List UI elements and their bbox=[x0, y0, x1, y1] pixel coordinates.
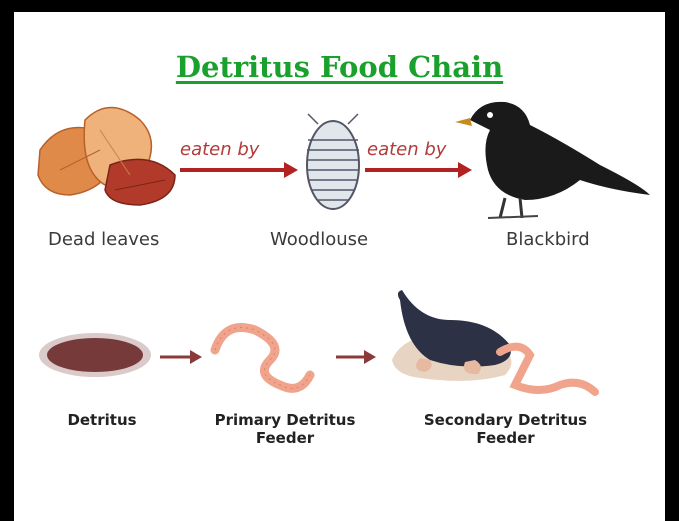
label-primary-feeder-line-1: Primary Detritus bbox=[200, 411, 370, 429]
arrow-bottom-1 bbox=[160, 350, 202, 364]
woodlouse-illustration bbox=[307, 114, 359, 209]
label-blackbird: Blackbird bbox=[506, 229, 590, 250]
dead-leaves-illustration bbox=[38, 108, 175, 206]
label-eaten-by-2: eaten by bbox=[367, 139, 446, 160]
arrow-eaten-by-2 bbox=[365, 162, 472, 178]
label-secondary-feeder-line-1: Secondary Detritus bbox=[408, 411, 603, 429]
detritus-illustration bbox=[39, 333, 151, 377]
label-primary-feeder-line-2: Feeder bbox=[200, 429, 370, 447]
mole-illustration bbox=[392, 290, 595, 392]
arrow-eaten-by-1 bbox=[180, 162, 298, 178]
label-dead-leaves: Dead leaves bbox=[48, 229, 159, 250]
label-detritus-line-1: Detritus bbox=[52, 411, 152, 429]
arrow-bottom-2 bbox=[336, 350, 376, 364]
label-secondary-feeder-line-2: Feeder bbox=[408, 429, 603, 447]
label-woodlouse: Woodlouse bbox=[270, 229, 368, 250]
label-primary-feeder: Primary Detritus Feeder bbox=[200, 411, 370, 447]
earthworm-illustration bbox=[215, 328, 310, 389]
label-eaten-by-1: eaten by bbox=[180, 139, 259, 160]
label-detritus: Detritus bbox=[52, 411, 152, 429]
blackbird-illustration bbox=[455, 102, 650, 218]
label-secondary-feeder: Secondary Detritus Feeder bbox=[408, 411, 603, 447]
